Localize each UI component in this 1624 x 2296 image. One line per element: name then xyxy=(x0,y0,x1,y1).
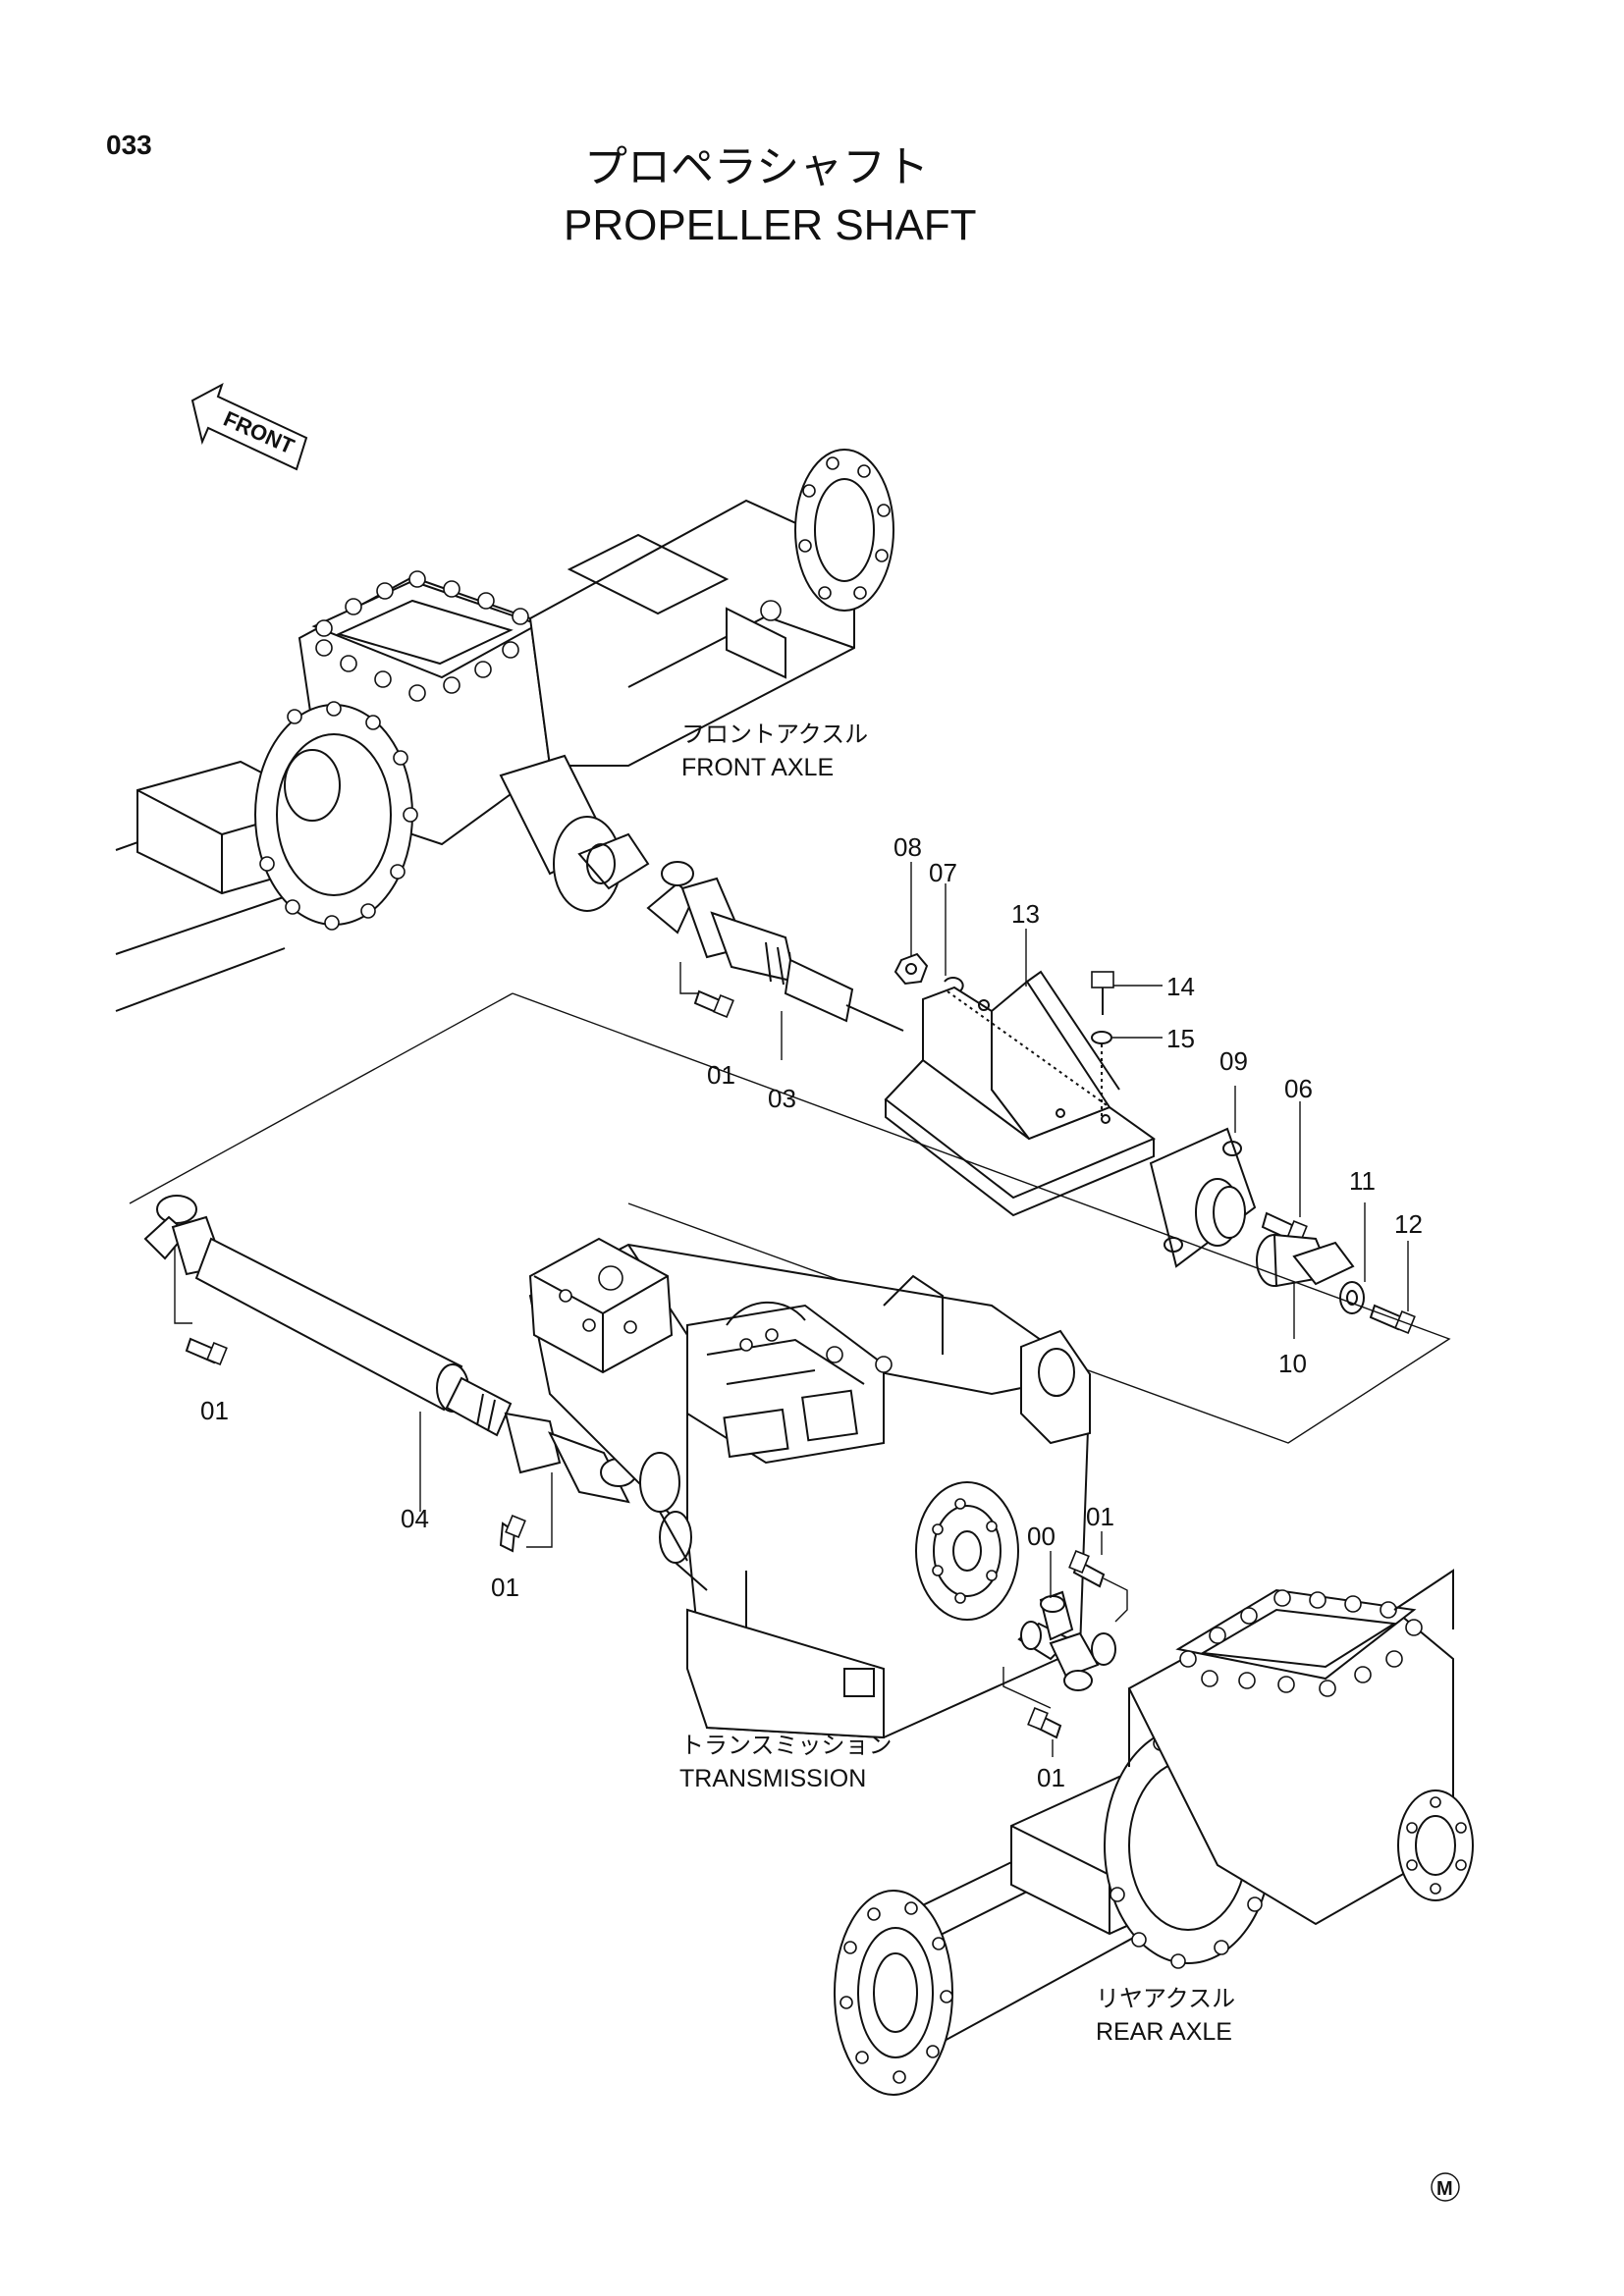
rear-cover-bolts xyxy=(1179,1589,1423,1697)
callout-01-rear-bottom: 01 xyxy=(491,1573,519,1602)
bracket-13 xyxy=(884,970,1157,1217)
callout-07: 07 xyxy=(929,858,957,887)
bearing-09 xyxy=(1149,1127,1257,1268)
front-shaft-part-03 xyxy=(646,861,904,1032)
bolt-01-rear-left xyxy=(174,1247,228,1366)
title-japanese: プロペラシャフト xyxy=(584,142,929,192)
callout-01-rear-left: 01 xyxy=(200,1396,229,1425)
bolt-01-ujoint-bottom xyxy=(1002,1667,1062,1739)
bolt-01-rear-bottom xyxy=(499,1472,553,1553)
callout-01-ujoint-bottom: 01 xyxy=(1037,1763,1065,1792)
callout-01-ujoint-top: 01 xyxy=(1086,1502,1114,1531)
bolt-01-ujoint-top xyxy=(1068,1549,1128,1623)
rear-axle-label-en: REAR AXLE xyxy=(1096,2018,1232,2046)
callout-08: 08 xyxy=(893,832,922,862)
bolt-01-front xyxy=(679,962,734,1019)
transmission-label-jp: トランスミッション xyxy=(680,1732,893,1759)
m-mark: M xyxy=(1431,2172,1460,2202)
washer-15 xyxy=(1091,1031,1112,1044)
callout-15: 15 xyxy=(1166,1024,1195,1053)
callout-06: 06 xyxy=(1284,1074,1313,1103)
universal-joint-00 xyxy=(1017,1590,1116,1691)
bolt-14 xyxy=(1091,971,1114,1015)
front-axle-label-en: FRONT AXLE xyxy=(681,754,834,781)
nut-08 xyxy=(893,952,929,986)
front-axle-drawing xyxy=(115,449,894,1012)
rear-axle-drawing xyxy=(834,1569,1474,2096)
callout-03: 03 xyxy=(768,1084,796,1113)
callout-00: 00 xyxy=(1027,1522,1056,1551)
m-mark-letter: M xyxy=(1436,2178,1453,2200)
cover-bolts xyxy=(315,570,529,702)
callout-14: 14 xyxy=(1166,972,1195,1001)
front-axle-label-jp: フロントアクスル xyxy=(681,721,868,748)
transmission-drawing xyxy=(528,1237,1092,1739)
hub-bolts xyxy=(259,701,418,931)
callout-13: 13 xyxy=(1011,899,1040,929)
callout-09: 09 xyxy=(1219,1046,1248,1076)
callout-12: 12 xyxy=(1394,1209,1423,1239)
callout-01-front: 01 xyxy=(707,1060,735,1090)
rear-shaft-part-04 xyxy=(143,1195,637,1504)
callout-11: 11 xyxy=(1349,1166,1376,1196)
front-arrow-icon: FRONT xyxy=(190,382,308,471)
callout-10: 10 xyxy=(1278,1349,1307,1378)
page-number: 033 xyxy=(106,130,152,160)
title-english: PROPELLER SHAFT xyxy=(564,201,977,249)
rear-axle-label-jp: リヤアクスル xyxy=(1096,1985,1235,2012)
flange-bolts xyxy=(798,456,891,600)
callout-04: 04 xyxy=(401,1504,429,1533)
transmission-label-en: TRANSMISSION xyxy=(679,1765,866,1792)
rear-flange-bolts xyxy=(839,1901,953,2084)
washer-11 xyxy=(1339,1281,1365,1314)
flange-yoke-10 xyxy=(1256,1233,1355,1288)
